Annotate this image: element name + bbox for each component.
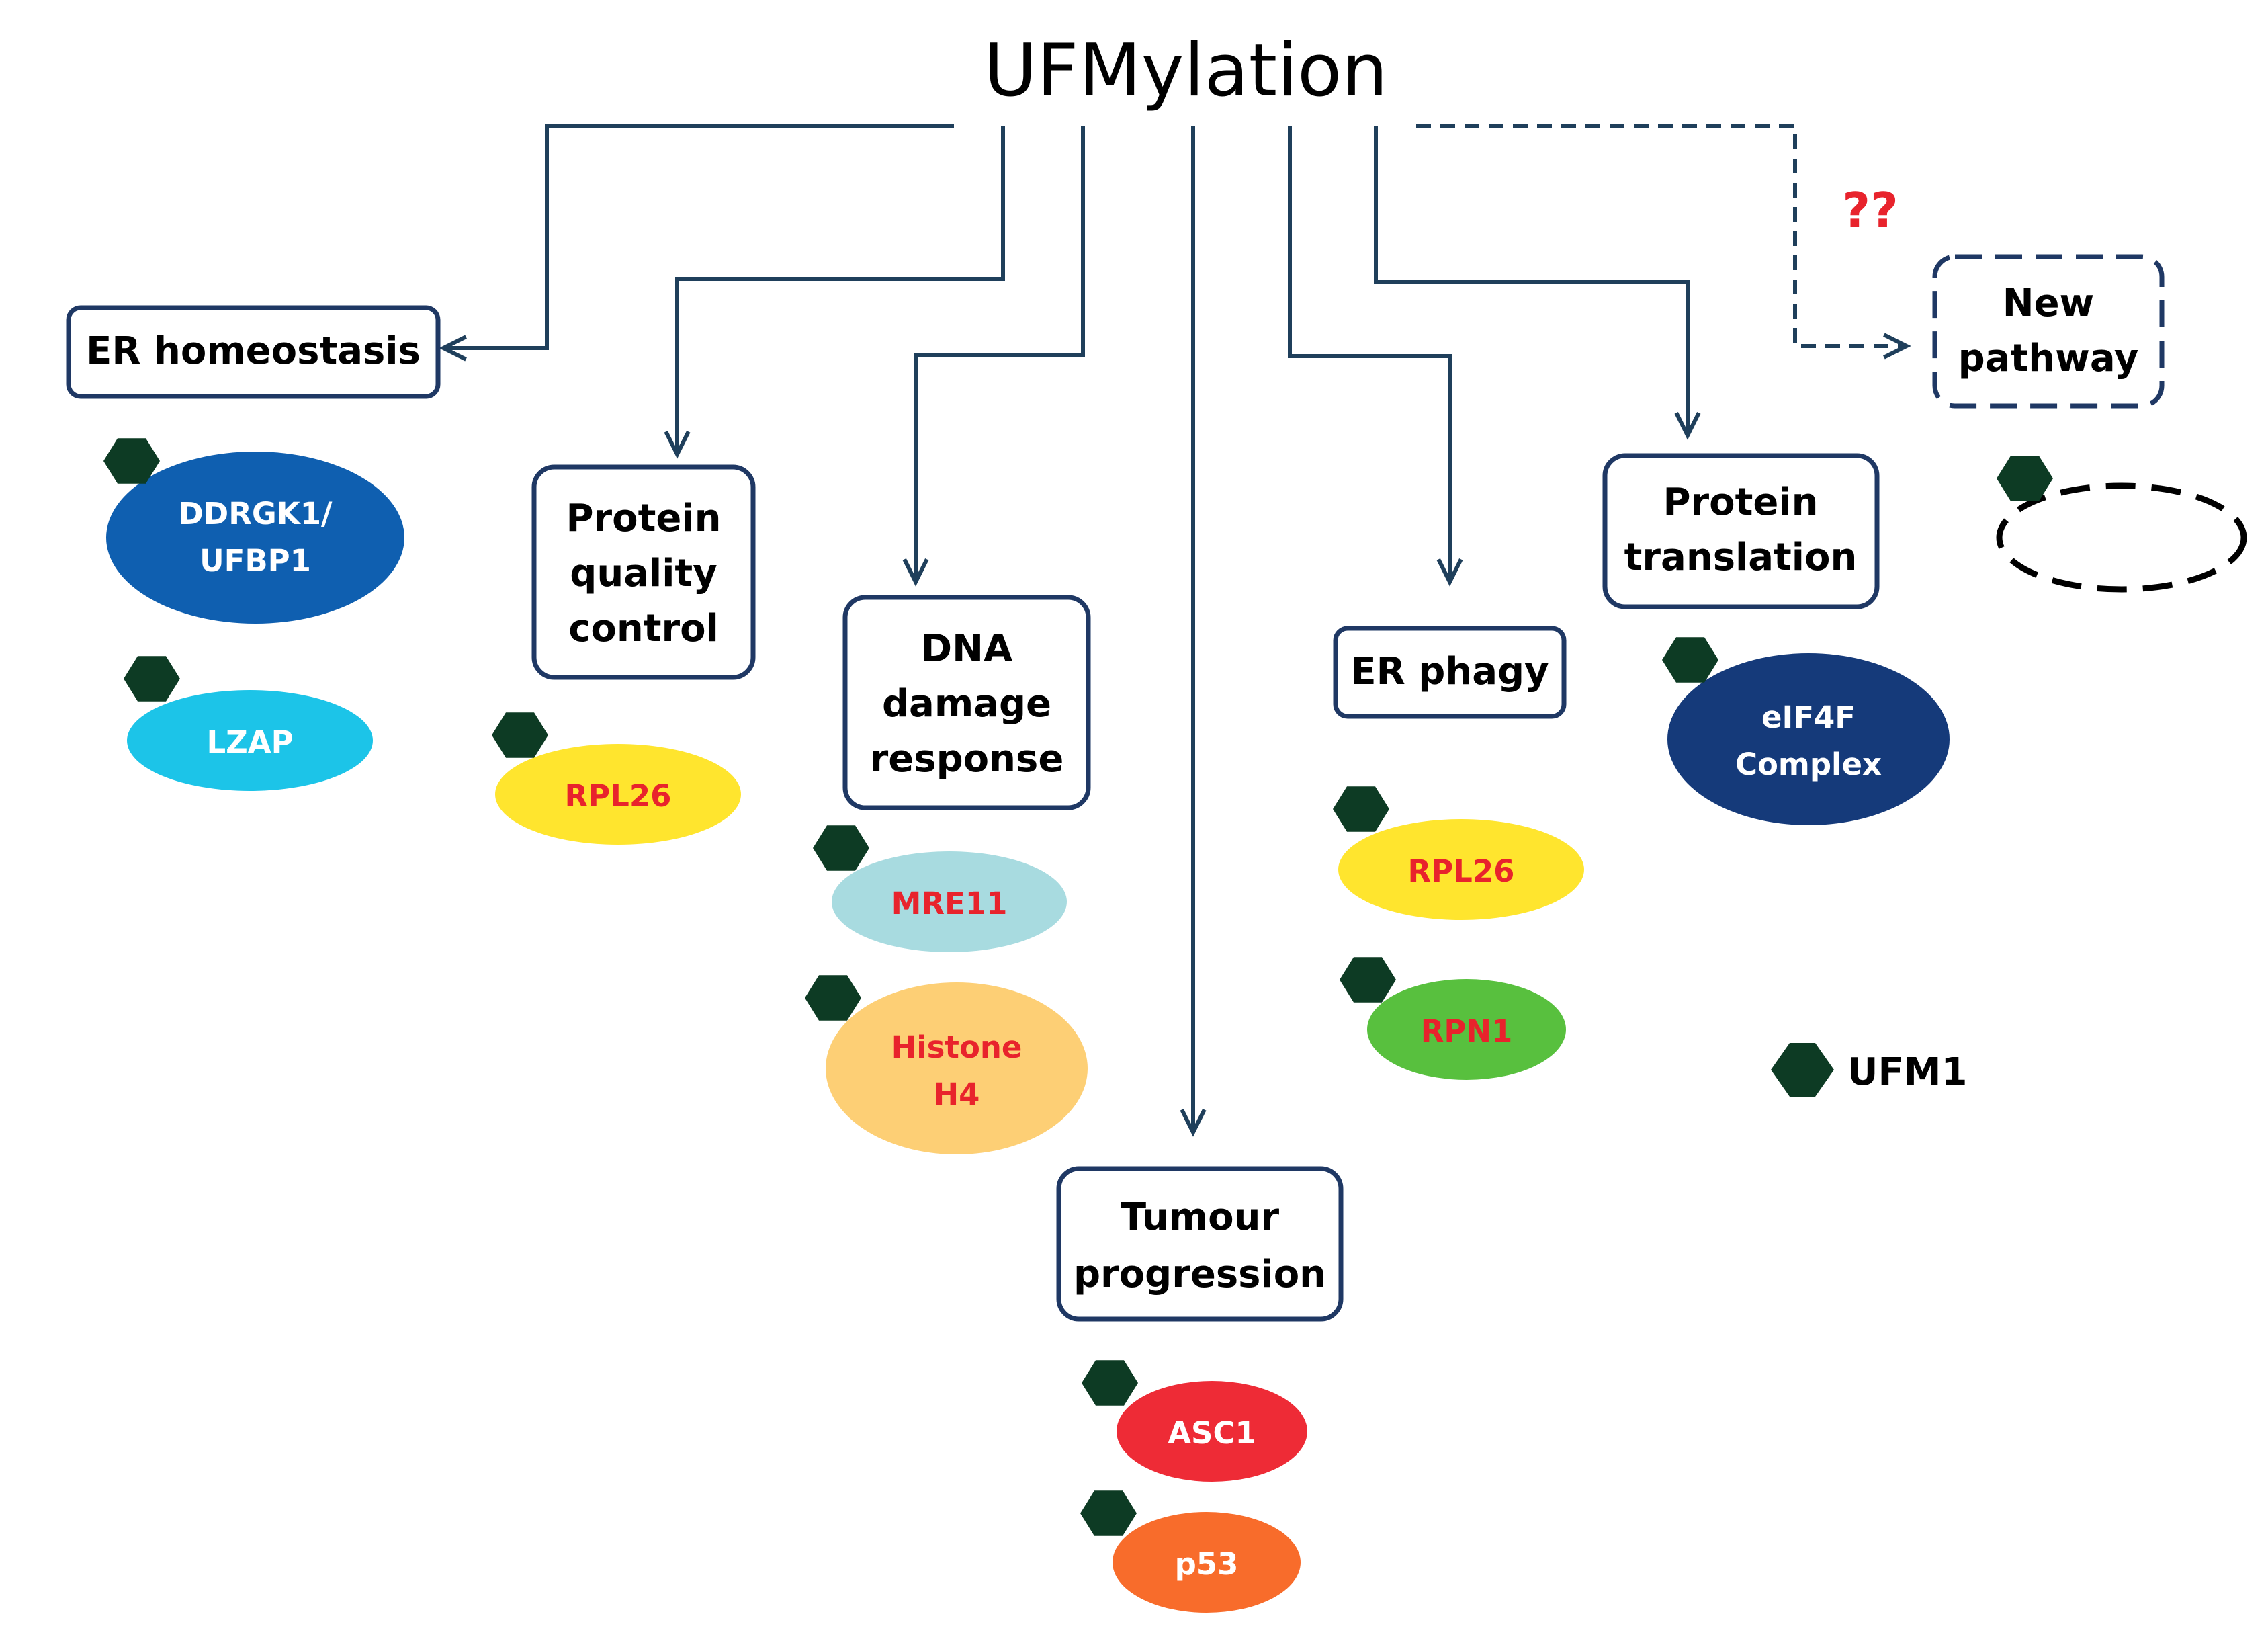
unknown-protein-ellipse	[1996, 482, 2247, 593]
protein-ddrgk1-ellipse	[106, 452, 404, 624]
protein-histone-h4-label: H4	[934, 1077, 980, 1112]
protein-lzap-ellipse	[127, 690, 373, 791]
arrow-dna-damage-response	[902, 126, 1085, 587]
uncertain-mark: ??	[1842, 182, 1899, 239]
box-er-phagy	[1333, 626, 1567, 719]
ufm1-hexagon-icon	[1340, 957, 1396, 1003]
box-er-homeostasis	[66, 305, 441, 399]
ufm1-hexagon-icon	[1997, 456, 2053, 501]
protein-rpn1-label: RPN1	[1421, 1013, 1513, 1049]
protein-ddrgk1-label: DDRGK1/	[179, 496, 333, 532]
protein-eif4f-label: Complex	[1735, 747, 1882, 782]
box-dna-damage-response	[842, 595, 1091, 810]
pathway-label-protein-quality-control: Protein	[566, 497, 722, 540]
ufm1-hexagon-icon	[1333, 786, 1389, 832]
arrow-protein-translation	[1374, 126, 1701, 440]
protein-mre11-label: MRE11	[891, 886, 1008, 921]
legend: UFM1	[1771, 1043, 1967, 1097]
ufm1-hexagon-icon	[492, 712, 548, 758]
protein-histone-h4-ellipse	[826, 982, 1088, 1154]
protein-asc1-label: ASC1	[1168, 1415, 1256, 1451]
protein-asc1-ellipse	[1117, 1381, 1307, 1482]
ufm1-hexagon-icon	[1082, 1360, 1138, 1406]
protein-eif4f-ellipse	[1667, 653, 1950, 825]
pathway-label-protein-translation: translation	[1624, 536, 1858, 579]
ufm1-hexagon-icon	[1662, 637, 1718, 683]
hexagon-icon	[1771, 1043, 1834, 1097]
protein-histone-h4-label: Histone	[891, 1029, 1022, 1065]
ufm1-hexagon-icon	[103, 438, 160, 484]
protein-p53-label: p53	[1175, 1546, 1239, 1582]
arrow-protein-quality-control	[664, 126, 1005, 459]
pathway-label-er-phagy: ER phagy	[1350, 650, 1549, 693]
legend-label: UFM1	[1847, 1050, 1967, 1094]
arrow-new-pathway	[1416, 124, 1911, 360]
protein-rpl26-qc-ellipse	[495, 744, 741, 845]
protein-rpl26-phagy-ellipse	[1338, 819, 1584, 920]
protein-eif4f-label: eIF4F	[1761, 700, 1856, 735]
ufm1-hexagon-icon	[813, 825, 869, 871]
protein-mre11-ellipse	[832, 851, 1067, 952]
protein-lzap-label: LZAP	[206, 724, 293, 760]
box-protein-quality-control	[531, 464, 756, 680]
protein-p53-ellipse	[1113, 1512, 1301, 1613]
protein-rpn1-ellipse	[1367, 979, 1566, 1080]
pathway-label-dna-damage-response: response	[870, 737, 1064, 781]
ufm1-hexagon-icon	[124, 656, 180, 702]
pathway-label-tumour-progression: progression	[1074, 1253, 1326, 1296]
box-tumour-progression	[1056, 1166, 1344, 1322]
pathway-label-er-homeostasis: ER homeostasis	[86, 329, 421, 373]
pathway-label-new-pathway: pathway	[1958, 337, 2139, 380]
box-protein-translation	[1602, 453, 1880, 609]
arrow-er-homeostasis	[439, 124, 954, 362]
pathway-label-tumour-progression: Tumour	[1121, 1195, 1280, 1239]
box-new-pathway	[1932, 254, 2165, 409]
pathway-label-dna-damage-response: DNA	[921, 627, 1013, 671]
protein-ddrgk1-label: UFBP1	[200, 543, 311, 579]
pathway-label-new-pathway: New	[2003, 282, 2095, 325]
pathway-label-dna-damage-response: damage	[882, 682, 1051, 726]
protein-rpl26-phagy-label: RPL26	[1408, 853, 1515, 889]
pathway-label-protein-translation: Protein	[1663, 480, 1819, 524]
protein-rpl26-qc-label: RPL26	[565, 778, 672, 814]
title: UFMylation	[984, 29, 1387, 113]
arrow-er-phagy	[1288, 126, 1463, 587]
ufm1-hexagon-icon	[1080, 1490, 1137, 1536]
ufm1-hexagon-icon	[805, 975, 861, 1021]
pathway-label-protein-quality-control: quality	[570, 552, 717, 595]
pathway-label-protein-quality-control: control	[568, 607, 719, 650]
